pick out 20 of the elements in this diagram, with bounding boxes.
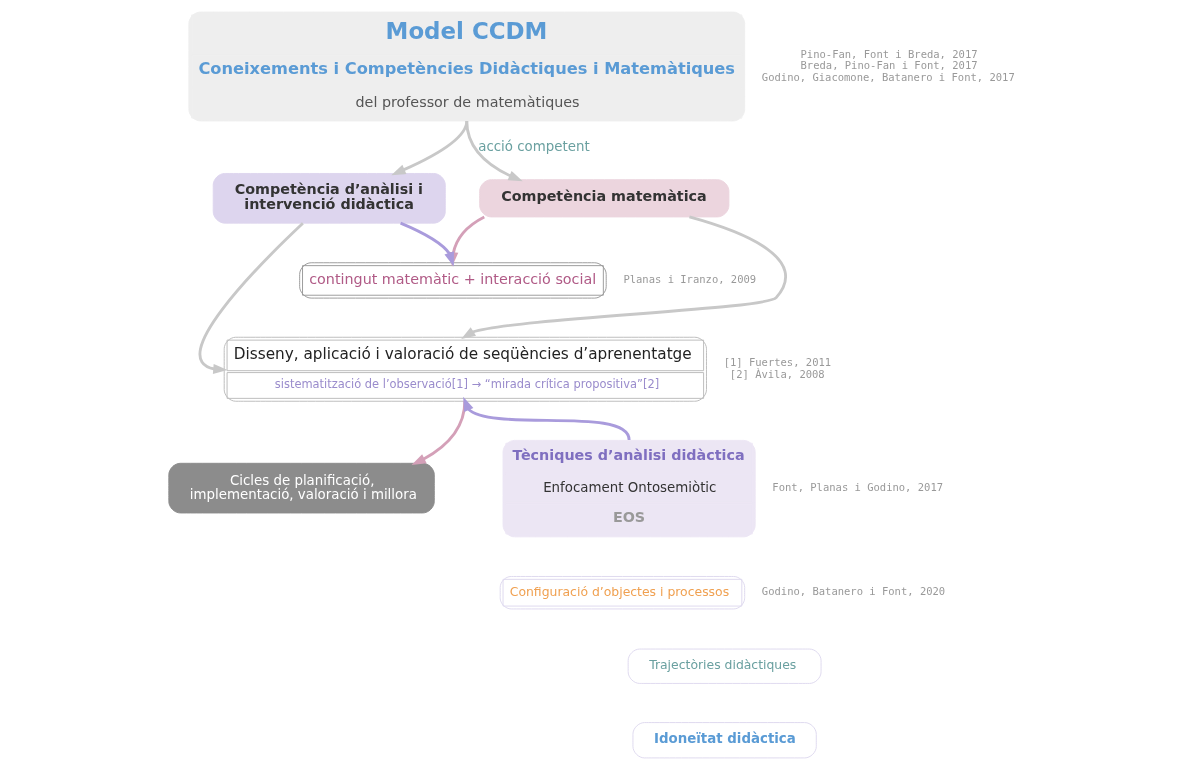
- node-box: Competència matemàtica: [479, 179, 730, 218]
- arrow: [461, 215, 787, 340]
- node-label: [1] Fuertes, 2011: [723, 356, 832, 369]
- node-label: Pino-Fan, Font i Breda, 2017: [800, 47, 978, 60]
- node-label: Planas i Iranzo, 2009: [623, 273, 757, 286]
- arrow: [411, 400, 467, 466]
- node-box: Cicles de planificació, implementació, valoració i millora: [168, 462, 435, 514]
- node-box: Competència d’anàlisi i intervenció didàctica: [212, 173, 446, 224]
- arrow: [463, 396, 631, 441]
- node-label: [2] Àvila, 2008: [729, 367, 825, 380]
- node-box: Trajectòries didàctiques: [627, 648, 822, 684]
- node-label: Godino, Batanero i Font, 2020: [761, 585, 946, 598]
- node-box: Idoneïtat didàctica: [632, 722, 817, 759]
- arrow: [400, 221, 454, 267]
- edge-label: acció competent: [478, 138, 590, 154]
- node-label: Godino, Giacomone, Batanero i Font, 2017: [761, 70, 1015, 83]
- arrow: [198, 222, 304, 374]
- node-label: Breda, Pino-Fan i Font, 2017: [800, 59, 978, 72]
- node-label: Font, Planas i Godino, 2017: [772, 481, 944, 494]
- arrow: [391, 120, 469, 176]
